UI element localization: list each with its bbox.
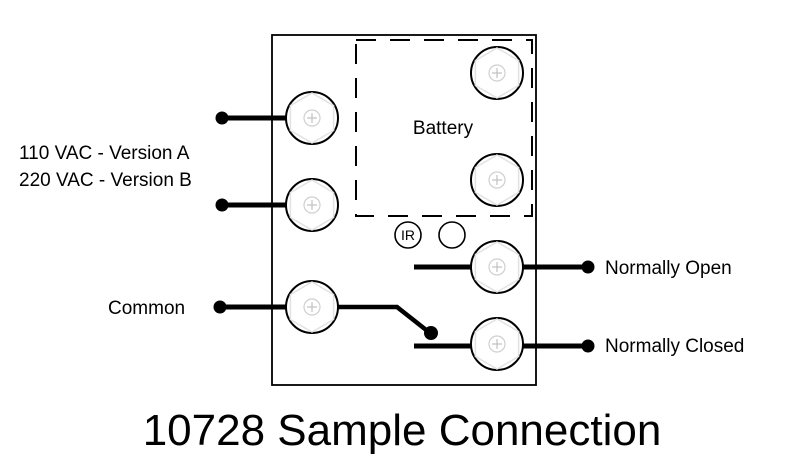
terminal-normally-open bbox=[470, 240, 524, 294]
terminal-power-2 bbox=[285, 178, 339, 232]
device-enclosure bbox=[271, 34, 537, 386]
normally-open-label: Normally Open bbox=[605, 258, 732, 279]
normally-closed-label: Normally Closed bbox=[605, 336, 744, 357]
power-label-line2: 220 VAC - Version B bbox=[19, 170, 192, 191]
terminal-battery-negative bbox=[470, 153, 524, 207]
relay-switch-arm bbox=[336, 304, 432, 335]
normally-open-wire-end bbox=[581, 260, 595, 274]
ir-sensor-icon bbox=[394, 221, 422, 249]
relay-switch-pivot bbox=[424, 326, 438, 340]
power-wire-1-end bbox=[215, 111, 229, 125]
power-label-line1: 110 VAC - Version A bbox=[19, 143, 190, 164]
power-wire-2-end bbox=[215, 198, 229, 212]
terminal-power-1 bbox=[285, 91, 339, 145]
battery-compartment bbox=[355, 39, 533, 217]
indicator-led-icon bbox=[438, 221, 466, 249]
terminal-battery-positive bbox=[470, 46, 524, 100]
common-label: Common bbox=[108, 298, 185, 319]
normally-closed-wire-end bbox=[581, 339, 595, 353]
terminal-normally-closed bbox=[470, 317, 524, 371]
terminal-common bbox=[285, 280, 339, 334]
common-wire-end bbox=[213, 300, 227, 314]
battery-label: Battery bbox=[413, 118, 474, 139]
ir-label: IR bbox=[401, 227, 415, 243]
diagram-title: 10728 Sample Connection bbox=[143, 406, 662, 455]
